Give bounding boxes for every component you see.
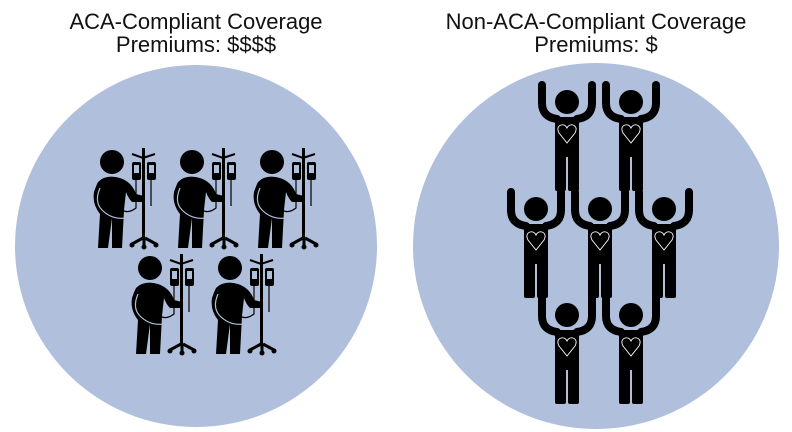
- left-premiums: Premiums: $$$$: [115, 32, 277, 57]
- right-premiums: Premiums: $: [534, 32, 658, 57]
- right-title: Non-ACA-Compliant Coverage Premiums: $: [396, 10, 792, 56]
- right-title-text: Non-ACA-Compliant Coverage: [445, 9, 747, 34]
- left-title: ACA-Compliant Coverage Premiums: $$$$: [0, 10, 396, 56]
- left-title-text: ACA-Compliant Coverage: [69, 9, 323, 34]
